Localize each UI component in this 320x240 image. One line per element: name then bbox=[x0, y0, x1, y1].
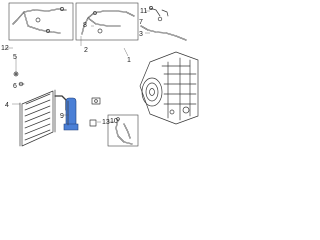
callout-2: 2 bbox=[84, 47, 88, 54]
frame-liquid-pipe bbox=[107, 114, 139, 147]
receiver-dryer bbox=[63, 97, 79, 131]
callout-8: 8 bbox=[83, 22, 87, 29]
callout-12: 12 bbox=[1, 45, 9, 52]
condenser bbox=[19, 89, 67, 147]
callout-6: 6 bbox=[13, 83, 17, 90]
frame-hose-assembly bbox=[8, 2, 74, 41]
callout-9: 9 bbox=[60, 113, 64, 120]
liquid-pipe bbox=[115, 117, 133, 145]
high-pressure-pipe bbox=[140, 6, 187, 41]
suction-hose bbox=[81, 10, 135, 35]
callout-10: 10 bbox=[110, 118, 118, 125]
callout-4: 4 bbox=[5, 102, 9, 109]
ac-parts-diagram: 12 5 6 4 2 8 1 11 3 7 9 13 10 bbox=[1, 2, 199, 147]
callout-5: 5 bbox=[13, 54, 17, 61]
callout-11: 11 bbox=[140, 8, 147, 15]
callout-1: 1 bbox=[127, 57, 131, 64]
frame-suction-hose bbox=[75, 2, 139, 41]
callout-13: 13 bbox=[102, 119, 110, 126]
compressor bbox=[139, 51, 199, 125]
callout-3: 3 bbox=[139, 31, 143, 38]
dryer-bracket bbox=[89, 97, 101, 127]
discharge-hose bbox=[12, 7, 67, 34]
callout-7: 7 bbox=[139, 19, 143, 26]
callout-leaders bbox=[5, 10, 150, 123]
